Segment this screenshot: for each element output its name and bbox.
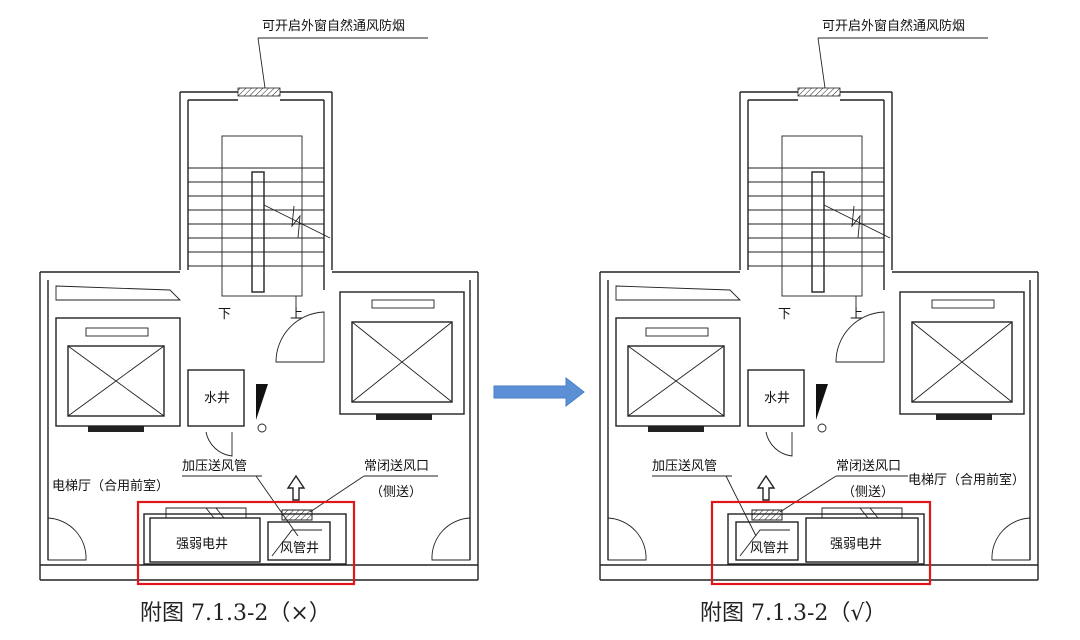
right-elevator-car [351,321,453,403]
right-elevator-door [376,414,432,420]
top-window-label: 可开启外窗自然通风防烟 [262,18,405,34]
left-elevator-header [55,285,182,301]
air-shaft-label: 风管井 [750,541,789,556]
electric-shaft-label: 强弱电井 [830,537,882,552]
top-window [237,87,281,97]
air-duct-line [271,529,322,557]
air-shaft [267,521,331,561]
plan-right: 可开启外窗自然通风防烟 下 上 [599,18,1039,626]
stair-wall [179,91,333,270]
outer-walls [39,271,479,581]
electric-shaft-label: 强弱电井 [176,537,228,552]
highlight-box [710,500,932,586]
side-supply-label: （侧送） [370,485,422,500]
left-elevator-sign [85,327,149,337]
plan-left: 可开启外窗自然通风防烟 下 上 [39,18,479,626]
left-elevator-car [67,345,165,417]
stair-up-arrow [291,205,301,239]
air-shaft [735,521,799,561]
stair-up-label: 上 [850,307,863,322]
left-exit-door [47,517,87,561]
electric-shaft [149,517,261,563]
stair-door-swing [275,311,325,363]
air-shaft-label: 风管井 [280,541,319,556]
water-shaft-label: 水井 [764,391,790,406]
lobby-label: 电梯厅（合用前室） [52,478,169,494]
water-shaft [187,369,245,427]
hydrant-valve [257,423,267,433]
side-supply-label: （侧送） [842,485,894,500]
electric-shaft [805,517,919,563]
stair-down-label: 下 [218,307,231,322]
water-shaft-door [205,431,233,457]
transition-arrow [493,376,585,408]
stair-handrail [251,171,265,293]
stair-wall-inner [187,99,325,290]
top-window-label: 可开启外窗自然通风防烟 [822,18,965,34]
fire-hydrant-box [256,384,268,420]
left-elevator-shaft [55,317,181,427]
right-elevator-sign [371,299,435,309]
lobby-label: 电梯厅（合用前室） [908,472,1025,488]
left-elevator-door [88,426,144,432]
top-leader-diagonal [257,37,266,89]
air-vent [281,509,313,521]
caption: 附图 7.1.3-2（×） [140,601,331,626]
closed-vent-label: 常闭送风口 [836,459,901,474]
supply-up-arrow [286,474,306,501]
electric-shaft-door [165,507,247,519]
stair-run-outline [221,135,303,297]
highlight-box [136,500,356,586]
closed-vent-label: 常闭送风口 [364,459,429,474]
pressurized-duct-label: 加压送风管 [652,459,717,474]
right-arrow-icon [493,376,585,408]
water-shaft-label: 水井 [204,391,230,406]
right-elevator-shaft [339,291,465,415]
caption: 附图 7.1.3-2（√） [700,601,886,626]
stair-treads [188,167,324,267]
pressurized-duct-label: 加压送风管 [182,459,247,474]
shafts-block [143,513,347,565]
stair-down-label: 下 [778,307,791,322]
stair-up-label: 上 [290,307,303,322]
stair-break-line [263,204,331,239]
right-exit-door [431,517,471,561]
